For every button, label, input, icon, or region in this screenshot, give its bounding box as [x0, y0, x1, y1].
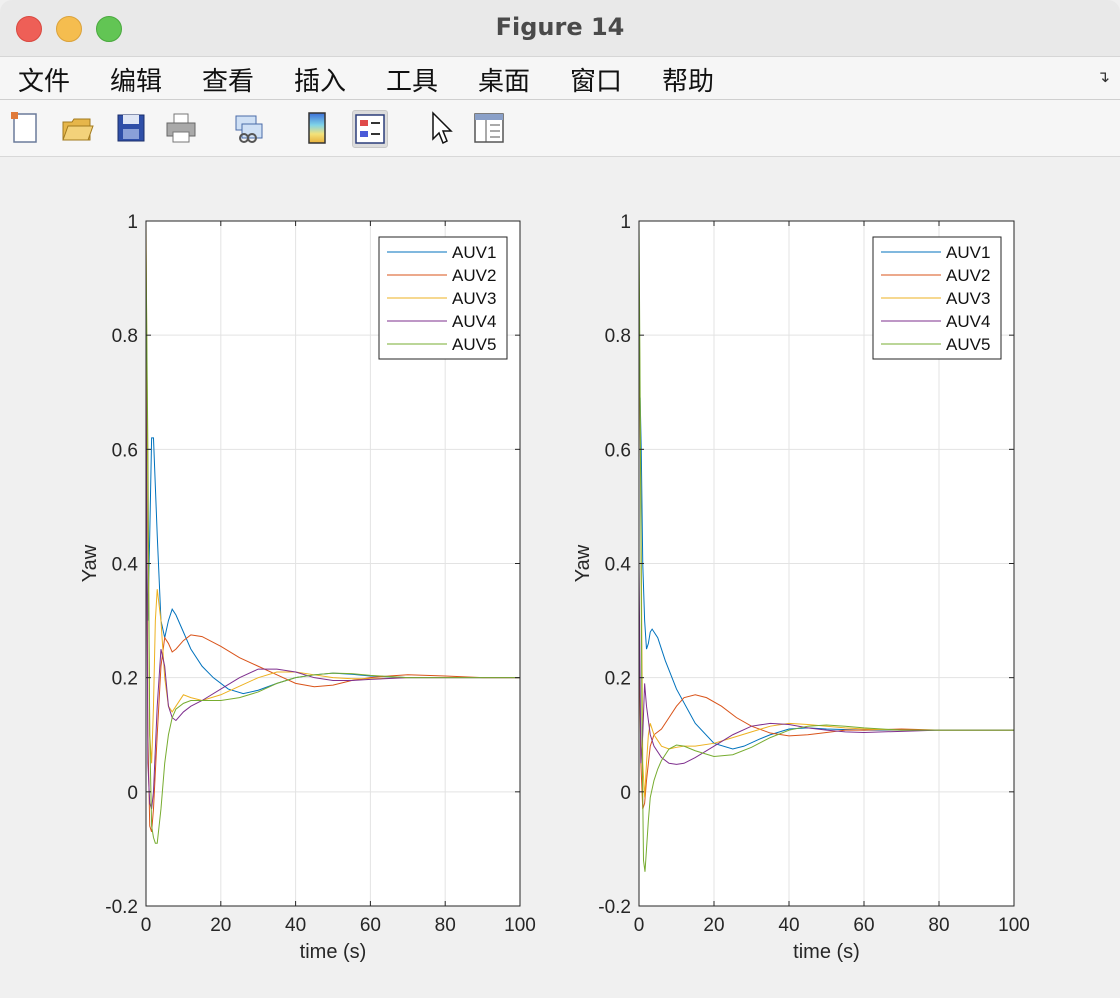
menu-help[interactable]: 帮助 — [662, 67, 715, 97]
y-tick-label: 0.2 — [112, 669, 138, 690]
legend-label-auv5: AUV5 — [946, 335, 990, 354]
x-tick-label: 60 — [360, 915, 381, 936]
x-axis-label: time (s) — [300, 941, 367, 963]
maximize-window-button[interactable] — [96, 16, 122, 42]
open-file-icon[interactable] — [60, 110, 94, 146]
y-tick-label: 0.4 — [605, 555, 632, 576]
menu-window[interactable]: 窗口 — [570, 67, 623, 97]
x-tick-label: 40 — [285, 915, 306, 936]
legend-label-auv1: AUV1 — [452, 243, 496, 262]
y-tick-label: 1 — [127, 212, 138, 233]
x-tick-label: 20 — [210, 915, 231, 936]
close-window-button[interactable] — [16, 16, 42, 42]
legend-label-auv5: AUV5 — [452, 335, 496, 354]
menu-desktop[interactable]: 桌面 — [478, 67, 531, 97]
series-line-auv3 — [146, 221, 520, 764]
y-tick-label: 1 — [620, 212, 631, 233]
x-tick-label: 80 — [928, 915, 949, 936]
property-editor-icon[interactable] — [472, 110, 506, 146]
y-tick-label: 0 — [127, 783, 138, 804]
legend-label-auv3: AUV3 — [452, 289, 496, 308]
minimize-window-button[interactable] — [56, 16, 82, 42]
window-title: Figure 14 — [495, 13, 625, 41]
y-tick-label: 0 — [620, 783, 631, 804]
legend-label-auv2: AUV2 — [452, 266, 496, 285]
menu-file[interactable]: 文件 — [18, 67, 71, 97]
y-axis-label: Yaw — [79, 544, 101, 582]
menu-view[interactable]: 查看 — [202, 67, 255, 97]
x-tick-label: 0 — [141, 915, 152, 936]
link-icon[interactable] — [232, 110, 266, 146]
y-tick-label: 0.8 — [605, 326, 631, 347]
x-tick-label: 40 — [778, 915, 799, 936]
y-tick-label: 0.4 — [112, 555, 139, 576]
series-line-auv2 — [146, 335, 520, 832]
series-line-auv5 — [639, 221, 1014, 872]
y-tick-label: 0.6 — [605, 440, 631, 461]
menu-bar: 文件 编辑 查看 插入 工具 桌面 窗口 帮助 ↴ — [0, 57, 1120, 100]
legend-label-auv1: AUV1 — [946, 243, 990, 262]
legend-label-auv2: AUV2 — [946, 266, 990, 285]
y-tick-label: 0.2 — [605, 669, 631, 690]
x-tick-label: 80 — [435, 915, 456, 936]
save-icon[interactable] — [114, 110, 148, 146]
x-tick-label: 100 — [504, 915, 536, 936]
print-icon[interactable] — [164, 110, 198, 146]
x-tick-label: 100 — [998, 915, 1030, 936]
x-tick-label: 20 — [703, 915, 724, 936]
new-figure-icon[interactable] — [8, 110, 42, 146]
pointer-icon[interactable] — [424, 110, 458, 146]
series-line-auv3 — [639, 278, 1014, 798]
menu-edit[interactable]: 编辑 — [110, 67, 163, 97]
legend-label-auv4: AUV4 — [452, 312, 496, 331]
y-tick-label: -0.2 — [105, 897, 138, 918]
menu-tools[interactable]: 工具 — [386, 67, 439, 97]
title-bar: Figure 14 — [0, 0, 1120, 57]
series-line-auv2 — [639, 620, 1014, 810]
legend-label-auv3: AUV3 — [946, 289, 990, 308]
menu-insert[interactable]: 插入 — [294, 67, 347, 97]
dock-arrow-icon[interactable]: ↴ — [1096, 67, 1110, 86]
series-line-auv4 — [639, 563, 1014, 765]
x-tick-label: 0 — [634, 915, 645, 936]
x-tick-label: 60 — [853, 915, 874, 936]
y-tick-label: 0.6 — [112, 440, 138, 461]
x-axis-label: time (s) — [793, 941, 860, 963]
y-tick-label: 0.8 — [112, 326, 138, 347]
y-axis-label: Yaw — [572, 544, 594, 582]
legend-label-auv4: AUV4 — [946, 312, 990, 331]
series-line-auv1 — [146, 437, 520, 695]
legend-icon[interactable] — [352, 110, 388, 148]
y-tick-label: -0.2 — [598, 897, 631, 918]
series-line-auv5 — [146, 249, 520, 844]
toolbar — [0, 100, 1120, 157]
colorbar-icon[interactable] — [300, 110, 334, 146]
